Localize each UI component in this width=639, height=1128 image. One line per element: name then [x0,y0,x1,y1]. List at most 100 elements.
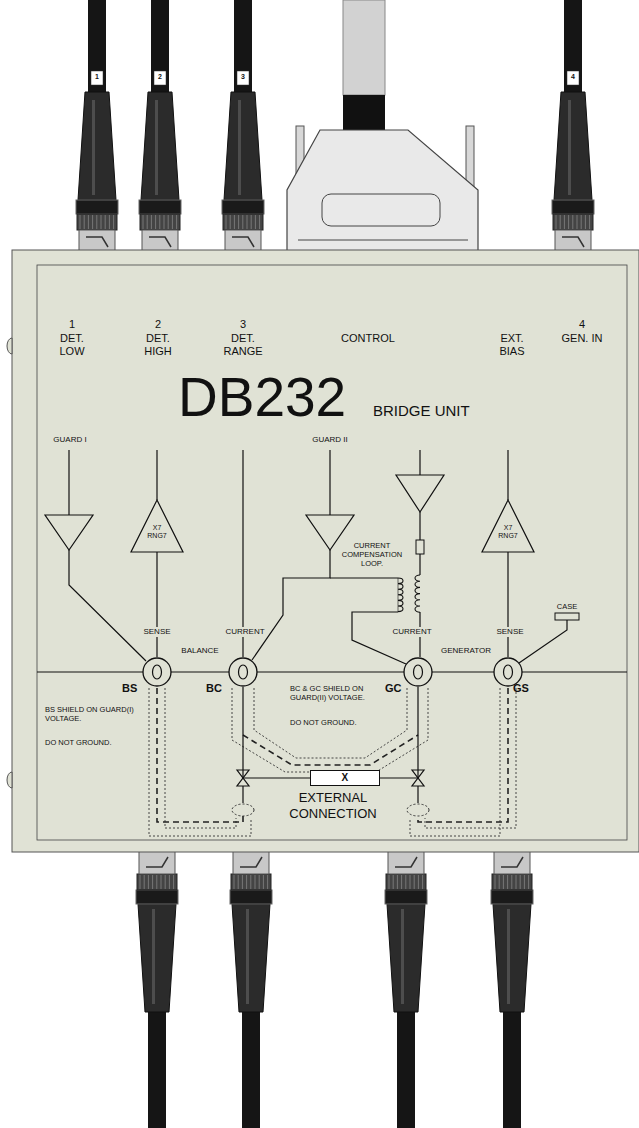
case-symbol [555,613,579,620]
cable [397,1004,415,1128]
cable-number: 2 [155,73,165,81]
cable-boot [554,92,592,200]
knurl-line [581,215,582,229]
housing [12,250,639,852]
connector-ring [552,200,594,214]
knurl-line [155,215,156,229]
knurl-line [88,215,89,229]
knurl-line [242,215,243,229]
unit-name: DB232 [178,366,346,429]
knurl-line [173,875,174,889]
knurl-line [234,875,235,889]
boot-highlight [92,100,95,195]
schematic-wiring [37,450,627,836]
dsub-connector [287,0,478,272]
top-bnc [76,0,118,254]
cable-boot [224,92,262,200]
cable-tag [567,71,579,85]
bayonet-slot [240,857,262,867]
connector-knurl [140,214,180,230]
knurl-line [84,215,85,229]
shield-conductor [157,688,243,822]
connector-sleeve [388,850,424,874]
bnc-circle [403,657,433,687]
knurl-line [164,215,165,229]
cable-number: 3 [238,73,248,81]
cable [88,0,106,100]
bayonet-slot [501,857,523,867]
knurl-line [528,875,529,889]
terminal-name: GC [385,682,402,695]
knurl-line [263,875,264,889]
boot-highlight [401,909,404,1004]
shield-outline [149,688,251,836]
knurl-line [393,875,394,889]
amplifier-gain: X7 RNG7 [497,524,519,540]
knurl-line [507,875,508,889]
signal-name: GENERATOR [440,646,492,656]
bottom-bnc [230,850,272,1128]
connector-ring [222,200,264,214]
connector-sleeve [139,850,175,874]
top-bnc [552,0,594,254]
port-number: 2 [148,318,168,331]
connector-knurl [223,214,263,230]
knurl-line [165,875,166,889]
cable-number: 4 [568,73,578,81]
bnc-terminal: GS [493,657,523,687]
shield-conductor [418,688,508,822]
knurl-line [259,875,260,889]
port-name: EXT. BIAS [490,332,534,358]
knurl-line [101,215,102,229]
terminal-name: BC [206,682,222,695]
cable-boot [493,904,531,1012]
resistor-symbol [416,540,424,554]
top-bnc [139,0,181,254]
top-bnc [222,0,264,254]
knurl-line [556,215,557,229]
knurl-line [267,875,268,889]
shield-note: BC & GC SHIELD ON GUARD(II) VOLTAGE. [290,684,390,702]
external-terminal [407,804,429,816]
sense-amplifier: X7 RNG7 [482,500,534,552]
cable-boot [78,92,116,200]
port-number: 1 [62,318,82,331]
cable-tag [237,71,249,85]
knurl-line [495,875,496,889]
port-number: 4 [572,318,592,331]
knurl-line [422,875,423,889]
sense-amplifier: X7 RNG7 [131,500,183,552]
knurl-line [401,875,402,889]
knurl-line [140,875,141,889]
bnc-terminal: BS [142,657,172,687]
bayonet-slot [232,237,254,247]
bottom-bnc [491,850,533,1128]
knurl-line [585,215,586,229]
connector-knurl [137,874,177,890]
knurl-line [511,875,512,889]
knurl-line [109,215,110,229]
connector-ring [230,890,272,904]
bnc-circle [228,657,258,687]
connector-ring [139,200,181,214]
coil-note: CURRENT COMPENSATION LOOP. [334,541,410,568]
signal-wire [507,552,508,657]
knurl-line [251,215,252,229]
signal-name: CURRENT [391,627,432,637]
connector-knurl [553,214,593,230]
cable [503,1004,521,1128]
terminal-name: GS [513,682,529,695]
bayonet-slot [146,857,168,867]
amplifier-gain: X7 RNG7 [146,524,168,540]
connector-knurl [77,214,117,230]
cable [148,1004,166,1128]
knurl-line [568,215,569,229]
knurl-line [255,215,256,229]
port-number: 3 [233,318,253,331]
bottom-bnc [136,850,178,1128]
external-terminal [232,804,254,816]
knurl-line [80,215,81,229]
bridge-unit-housing: X7 RNG7X7 RNG7BSBCGCGSXDB232BRIDGE UNIT [12,250,639,852]
knurl-line [255,875,256,889]
